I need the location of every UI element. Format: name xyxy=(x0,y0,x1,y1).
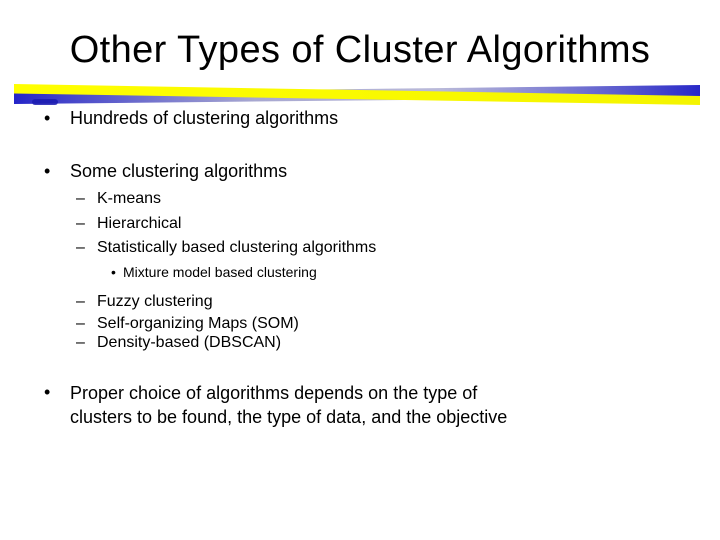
dash-icon: – xyxy=(76,315,85,332)
bullet-text: Hundreds of clustering algorithms xyxy=(70,108,339,128)
sub-bullet-text: Density-based (DBSCAN) xyxy=(97,334,282,351)
dash-icon: – xyxy=(76,239,85,256)
bullet-dot-icon: • xyxy=(44,161,51,181)
sub-bullet-text: Hierarchical xyxy=(97,215,182,232)
sub-bullet-text: Fuzzy clustering xyxy=(97,293,213,310)
sub-bullet-dbscan: – Density-based (DBSCAN) xyxy=(76,334,281,352)
sub-sub-bullet-text: Mixture model based clustering xyxy=(123,264,317,280)
divider-yellow-band xyxy=(14,84,700,105)
dash-icon: – xyxy=(76,293,85,310)
dash-icon: – xyxy=(76,190,85,207)
sub-bullet-fuzzy: – Fuzzy clustering xyxy=(76,293,213,311)
bullet-hundreds: • Hundreds of clustering algorithms xyxy=(44,108,338,129)
bullet-text-line-1: Proper choice of algorithms depends on t… xyxy=(70,383,478,403)
bullet-some-algorithms: • Some clustering algorithms xyxy=(44,161,287,182)
sub-bullet-hierarchical: – Hierarchical xyxy=(76,215,181,233)
slide-title: Other Types of Cluster Algorithms xyxy=(69,29,651,71)
divider-navy-blob xyxy=(32,99,58,105)
title-divider-bar xyxy=(14,84,700,105)
sub-sub-bullet-mixture-model: • Mixture model based clustering xyxy=(111,264,317,280)
sub-bullet-text: Self-organizing Maps (SOM) xyxy=(97,315,299,332)
bullet-text: Proper choice of algorithms depends on t… xyxy=(70,382,507,429)
sub-bullet-text: K-means xyxy=(97,190,162,207)
bullet-dot-icon: • xyxy=(111,264,116,280)
bullet-dot-icon: • xyxy=(44,108,51,128)
bullet-text-line-2: clusters to be found, the type of data, … xyxy=(70,406,508,427)
sub-bullet-text: Statistically based clustering algorithm… xyxy=(97,239,377,256)
bullet-proper-choice: • Proper choice of algorithms depends on… xyxy=(44,382,507,429)
sub-bullet-som: – Self-organizing Maps (SOM) xyxy=(76,315,299,333)
bullet-dot-icon: • xyxy=(44,382,51,402)
dash-icon: – xyxy=(76,334,85,351)
dash-icon: – xyxy=(76,215,85,232)
bullet-text: Some clustering algorithms xyxy=(70,161,288,181)
sub-bullet-kmeans: – K-means xyxy=(76,190,161,208)
sub-bullet-statistical: – Statistically based clustering algorit… xyxy=(76,239,376,257)
